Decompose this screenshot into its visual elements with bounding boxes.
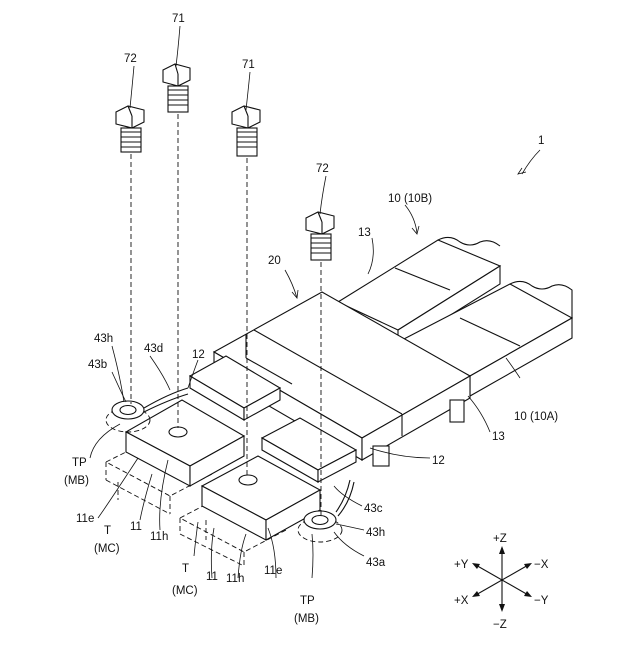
bolt-71-right [232, 106, 260, 156]
label-tp-left-sub: (MB) [64, 475, 89, 487]
label-cover-13: 13 [358, 227, 371, 239]
label-tp-right-sub: (MB) [294, 613, 319, 625]
axis-neg-z: −Z [493, 619, 507, 631]
label-tp-right: TP [300, 595, 315, 607]
label-terminal-11h-left: 11h [150, 531, 168, 543]
axis-pos-x: +X [454, 595, 469, 607]
label-terminal-11-right: 11 [206, 571, 218, 583]
label-terminal-plate-12-lower: 12 [432, 455, 445, 467]
label-wire-43d: 43d [144, 343, 163, 355]
label-t-left-sub: (MC) [94, 543, 120, 555]
label-terminal-11e-right: 11e [264, 565, 282, 577]
label-terminal-11h-right: 11h [226, 573, 244, 585]
label-ring-43a: 43a [366, 557, 386, 569]
label-t-right-sub: (MC) [172, 585, 198, 597]
label-battery-10a: 10 (10A) [514, 411, 558, 423]
bolt-71-left [163, 64, 190, 112]
label-tp-left: TP [72, 457, 87, 469]
bolt-72-left [116, 106, 144, 152]
label-ring-43b: 43b [88, 359, 107, 371]
label-holder-20: 20 [268, 255, 281, 267]
label-hole-43h-top: 43h [94, 333, 113, 345]
axis-pos-z: +Z [493, 533, 507, 545]
label-bolt-71-left: 71 [172, 13, 185, 25]
label-bolt-71-right: 71 [242, 59, 255, 71]
label-cover-13-lower: 13 [492, 431, 505, 443]
label-t-left: T [104, 525, 111, 537]
label-bolt-72-right: 72 [316, 163, 329, 175]
label-assembly: 1 [538, 135, 544, 147]
label-hole-43h-bottom: 43h [366, 527, 385, 539]
axis-neg-y: −Y [534, 595, 549, 607]
label-t-right: T [182, 563, 189, 575]
label-terminal-11e-left: 11e [76, 513, 94, 525]
coordinate-axes: +Z −Z +Y −X +X −Y [454, 533, 549, 631]
label-wire-43c: 43c [364, 503, 383, 515]
label-battery-10b: 10 (10B) [388, 193, 432, 205]
label-terminal-11-left: 11 [130, 521, 142, 533]
label-terminal-plate-12: 12 [192, 349, 205, 361]
axis-neg-x: −X [534, 559, 549, 571]
axis-pos-y: +Y [454, 559, 469, 571]
bolt-72-right [306, 212, 334, 260]
label-bolt-72-left: 72 [124, 53, 137, 65]
